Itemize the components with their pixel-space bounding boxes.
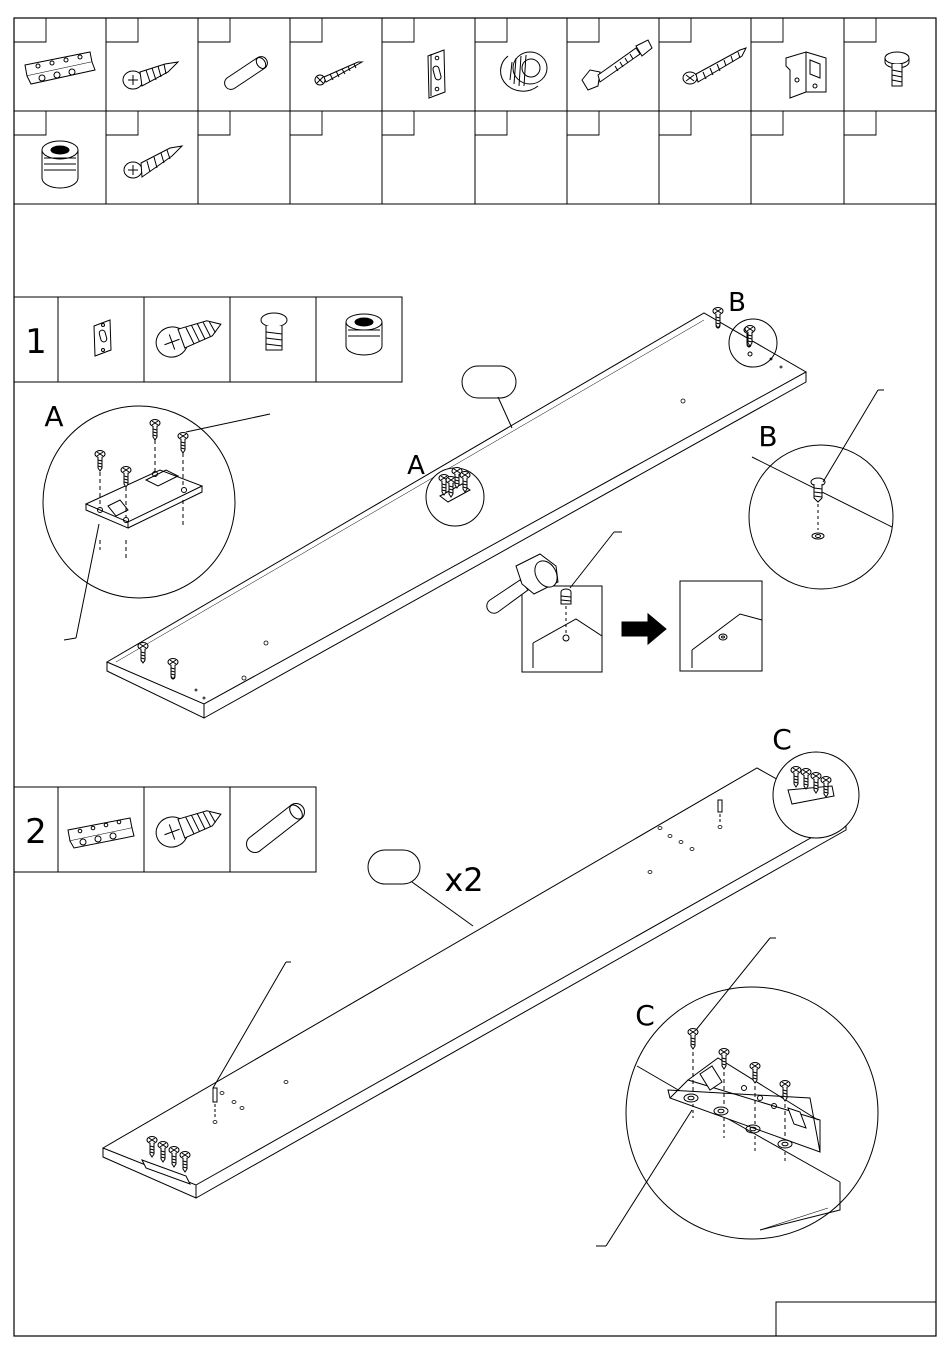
step-2-parts-table: 2 [14, 787, 316, 872]
insert-result-detail [680, 581, 762, 671]
detail-b-circle: B [749, 390, 893, 589]
angle-bracket-icon [25, 52, 95, 84]
step-1: 1 [14, 288, 893, 718]
wood-screw-icon [683, 48, 746, 84]
part-number-balloon: x2 [368, 850, 484, 926]
detail-b-label: B [758, 420, 777, 453]
wooden-dowel-icon [247, 803, 305, 853]
detail-c-circle: C [596, 938, 878, 1246]
detail-c-marker: C [772, 723, 859, 838]
leveling-glide-icon [261, 313, 287, 350]
step-2: 2 [14, 723, 878, 1246]
board-c-label: C [772, 723, 792, 756]
step-1-number: 1 [25, 322, 47, 362]
flat-head-screw-icon [123, 62, 178, 89]
hanging-plate-icon [94, 320, 111, 356]
detail-a-label: A [44, 400, 63, 433]
cam-lock-icon [501, 52, 547, 91]
board-b-label: B [728, 288, 746, 318]
long-screw-icon [315, 62, 362, 85]
leveling-glide-icon [885, 52, 909, 86]
cam-bolt-icon [582, 40, 652, 90]
flat-head-screw-icon [152, 310, 226, 361]
hinge-bracket-icon [786, 52, 826, 98]
page-number-box [776, 1302, 936, 1336]
threaded-insert-icon [346, 314, 382, 355]
quantity-label: x2 [444, 861, 483, 899]
flat-head-screw-icon [152, 800, 226, 851]
wooden-dowel-icon [225, 56, 268, 90]
insert-hammer-detail [487, 532, 622, 672]
hardware-legend [14, 18, 936, 204]
part-number-balloon [462, 366, 516, 428]
arrow-icon [622, 614, 666, 644]
step-1-parts-table: 1 [14, 297, 402, 382]
threaded-insert-icon [42, 141, 78, 188]
hanging-plate-icon [428, 50, 445, 98]
step-2-number: 2 [25, 812, 47, 852]
angle-bracket-icon [68, 818, 134, 848]
pan-head-screw-icon [124, 146, 182, 178]
board-a-label: A [407, 451, 425, 481]
detail-c-label: C [635, 999, 655, 1032]
